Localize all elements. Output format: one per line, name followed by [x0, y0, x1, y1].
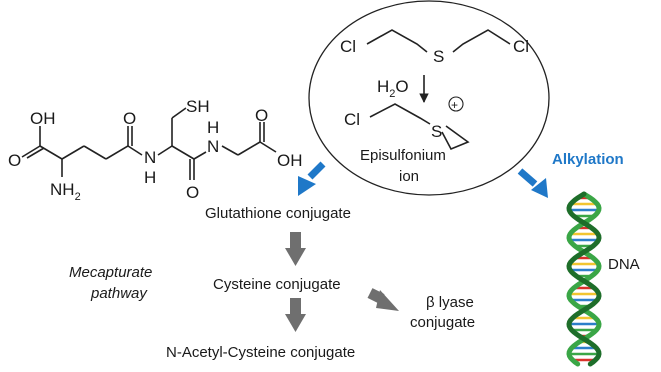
glutathione-structure [21, 107, 277, 180]
gsh-nh2: NH2 [50, 180, 81, 203]
sulfur-mustard-structure [366, 29, 511, 53]
episulfonium-cl: Cl [344, 110, 360, 129]
alkylation-label: Alkylation [552, 151, 624, 168]
pathway-label-line1: Mecapturate [69, 264, 153, 281]
gsh-h1: H [144, 168, 156, 187]
gsh-oh-top: OH [30, 109, 56, 128]
gsh-oh-right: OH [277, 151, 303, 170]
gray-arrow-glutathione-to-cysteine [285, 232, 306, 266]
blue-arrow-left [298, 161, 326, 196]
water-formula: H2O [377, 77, 409, 100]
dna-strand [566, 191, 602, 367]
gsh-n2: N [207, 137, 219, 156]
cysteine-conjugate-label: Cysteine conjugate [213, 276, 341, 293]
episulfonium-structure [369, 96, 470, 151]
gsh-o-amide2: O [186, 183, 199, 202]
gsh-n1: N [144, 148, 156, 167]
gsh-o-acid: O [255, 106, 268, 125]
gray-arrow-cysteine-to-nac [285, 298, 306, 332]
mustard-cl-right: Cl [513, 37, 529, 56]
glutathione-conjugate-label: Glutathione conjugate [205, 205, 351, 222]
episulfonium-charge: + [451, 98, 458, 112]
gsh-o-amide1: O [123, 109, 136, 128]
mustard-s: S [433, 47, 444, 66]
blue-arrow-right [517, 168, 548, 198]
episulfonium-label-line2: ion [399, 168, 420, 185]
dna-helix-icon [566, 191, 602, 367]
reaction-ellipse [308, 0, 550, 196]
dna-label: DNA [608, 256, 640, 273]
gsh-sh: SH [186, 97, 210, 116]
nac-conjugate-label: N-Acetyl-Cysteine conjugate [166, 344, 356, 361]
beta-lyase-label-line1: β lyase [426, 294, 474, 311]
gray-arrow-cysteine-to-beta-lyase [367, 288, 399, 311]
gsh-h2: H [207, 118, 219, 137]
pathway-label-line2: pathway [91, 285, 147, 302]
episulfonium-s: S [431, 122, 442, 141]
beta-lyase-label-line2: conjugate [410, 314, 476, 331]
mustard-cl-left: Cl [340, 37, 356, 56]
episulfonium-label-line1: Episulfonium [360, 147, 446, 164]
gsh-o-left: O [8, 151, 21, 170]
